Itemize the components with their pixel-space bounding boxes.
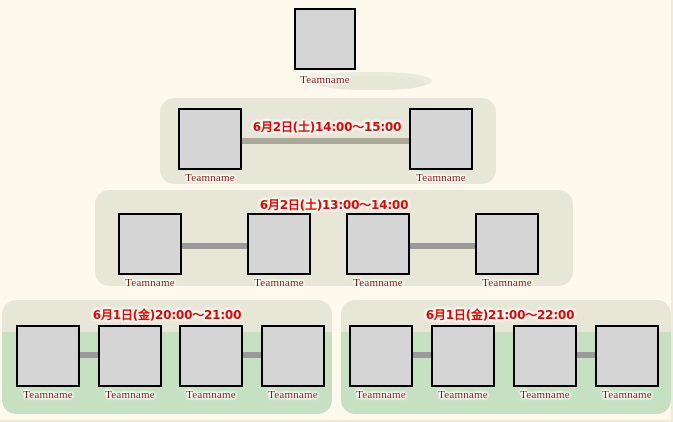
team-name-label: Teamname <box>356 389 406 401</box>
team-box[interactable] <box>179 325 243 387</box>
team-name-label: Teamname <box>23 389 73 401</box>
team-semifinal-2[interactable]: Teamname <box>247 213 311 293</box>
match-label-semifinal: 6月2日(土)13:00〜14:00 <box>259 198 409 212</box>
team-quarterfinal-1[interactable]: Teamname <box>16 325 80 405</box>
team-box[interactable] <box>475 213 539 275</box>
team-name-label: Teamname <box>186 389 236 401</box>
team-quarterfinal-8[interactable]: Teamname <box>595 325 659 405</box>
team-box[interactable] <box>595 325 659 387</box>
team-quarterfinal-2[interactable]: Teamname <box>98 325 162 405</box>
match-label-final: 6月2日(土)14:00〜15:00 <box>252 120 402 134</box>
team-box[interactable] <box>16 325 80 387</box>
team-name-label: Teamname <box>254 277 304 289</box>
connector-semifinal-right <box>410 243 476 249</box>
team-box[interactable] <box>349 325 413 387</box>
match-label-quarterfinal-left: 6月1日(金)20:00〜21:00 <box>92 308 242 322</box>
team-quarterfinal-4[interactable]: Teamname <box>261 325 325 405</box>
team-name-label: Teamname <box>125 277 175 289</box>
champion-pedestal-wide <box>318 76 426 90</box>
connector-qf-left-2 <box>241 352 263 358</box>
team-quarterfinal-5[interactable]: Teamname <box>349 325 413 405</box>
connector-qf-right-1 <box>412 352 434 358</box>
team-final-left[interactable]: Teamname <box>178 108 242 190</box>
team-box[interactable] <box>261 325 325 387</box>
team-quarterfinal-6[interactable]: Teamname <box>431 325 495 405</box>
match-label-quarterfinal-right: 6月1日(金)21:00〜22:00 <box>425 308 575 322</box>
team-name-label: Teamname <box>482 277 532 289</box>
team-quarterfinal-3[interactable]: Teamname <box>179 325 243 405</box>
team-semifinal-3[interactable]: Teamname <box>346 213 410 293</box>
team-final-right[interactable]: Teamname <box>409 108 473 190</box>
team-semifinal-1[interactable]: Teamname <box>118 213 182 293</box>
team-champion[interactable]: Teamname <box>294 8 356 94</box>
team-box[interactable] <box>247 213 311 275</box>
team-name-label: Teamname <box>438 389 488 401</box>
team-box[interactable] <box>431 325 495 387</box>
team-box[interactable] <box>98 325 162 387</box>
team-name-label: Teamname <box>416 172 466 184</box>
team-name-label: Teamname <box>268 389 318 401</box>
team-box[interactable] <box>118 213 182 275</box>
team-box[interactable] <box>346 213 410 275</box>
team-box[interactable] <box>409 108 473 170</box>
team-name-label: Teamname <box>185 172 235 184</box>
team-box[interactable] <box>178 108 242 170</box>
team-name-label: Teamname <box>602 389 652 401</box>
team-name-label: Teamname <box>300 74 350 86</box>
connector-semifinal-left <box>182 243 248 249</box>
team-quarterfinal-7[interactable]: Teamname <box>513 325 577 405</box>
team-semifinal-4[interactable]: Teamname <box>475 213 539 293</box>
team-name-label: Teamname <box>520 389 570 401</box>
connector-qf-left-1 <box>78 352 100 358</box>
connector-final <box>240 138 410 144</box>
team-name-label: Teamname <box>353 277 403 289</box>
team-box[interactable] <box>294 8 356 70</box>
team-box[interactable] <box>513 325 577 387</box>
connector-qf-right-2 <box>576 352 598 358</box>
team-name-label: Teamname <box>105 389 155 401</box>
